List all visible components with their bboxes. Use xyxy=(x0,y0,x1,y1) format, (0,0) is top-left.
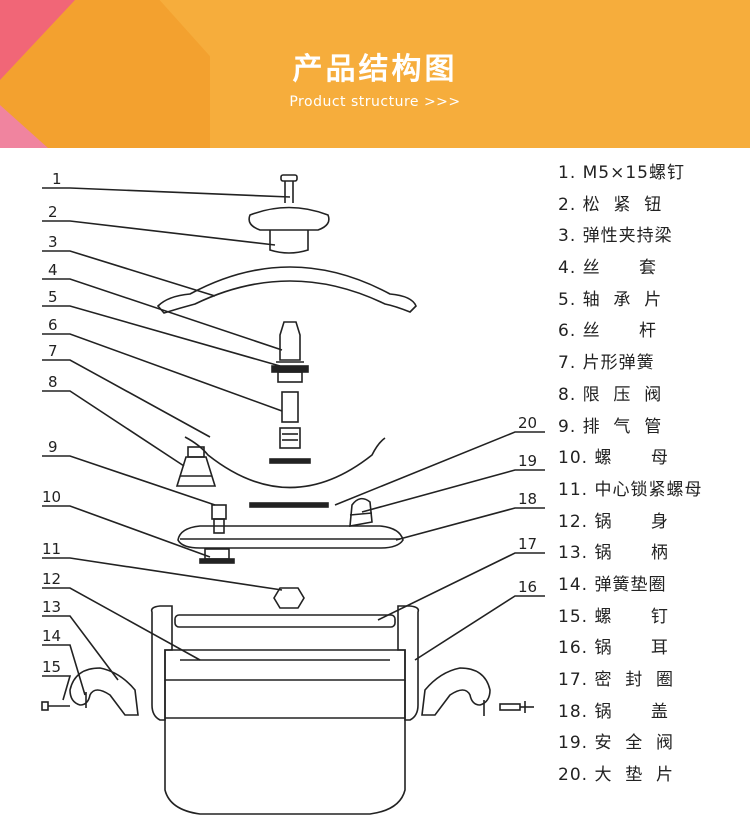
exploded-diagram: 1 2 3 4 5 6 7 8 9 10 11 12 13 14 15 16 1… xyxy=(41,170,545,815)
screw-part xyxy=(280,174,298,203)
pressure-valve-part xyxy=(175,446,217,487)
callout-4: 4 xyxy=(48,261,58,279)
bearing-part xyxy=(271,365,309,383)
legend-item: 17. 密 封 圈 xyxy=(558,670,675,690)
legend-item: 18. 锅 盖 xyxy=(558,701,669,722)
legend-item: 3. 弹性夹持梁 xyxy=(558,226,673,247)
callout-3: 3 xyxy=(48,233,58,251)
callout-19: 19 xyxy=(518,452,537,470)
callout-20: 20 xyxy=(518,414,537,432)
callout-1: 1 xyxy=(52,170,62,188)
legend-item: 1. M5×15螺钉 xyxy=(558,163,685,183)
callout-16: 16 xyxy=(518,578,537,596)
legend-item: 13. 锅 柄 xyxy=(558,543,669,564)
safety-valve-part xyxy=(349,497,373,527)
legend-item: 6. 丝 杆 xyxy=(558,321,658,342)
washer-screw-part xyxy=(41,692,534,716)
callout-7: 7 xyxy=(48,342,58,360)
legend-item: 4. 丝 套 xyxy=(558,258,658,279)
legend-item: 7. 片形弹簧 xyxy=(558,353,655,374)
legend-item: 11. 中心锁紧螺母 xyxy=(558,479,703,500)
legend-item: 10. 螺 母 xyxy=(558,448,669,469)
callout-8: 8 xyxy=(48,373,58,391)
callout-14: 14 xyxy=(42,627,61,645)
callout-6: 6 xyxy=(48,316,58,334)
lock-nut-part xyxy=(273,587,305,609)
callout-12: 12 xyxy=(42,570,61,588)
callout-numbers: 1 2 3 4 5 6 7 8 9 10 11 12 13 14 15 16 1… xyxy=(42,170,537,676)
handle-part xyxy=(69,667,491,716)
callout-10: 10 xyxy=(42,488,61,506)
large-gasket-part xyxy=(249,502,329,508)
clamp-beam-part xyxy=(156,266,417,314)
leader-lines xyxy=(42,187,545,701)
pot-body-part xyxy=(164,614,406,815)
callout-2: 2 xyxy=(48,203,58,221)
callout-13: 13 xyxy=(42,598,61,616)
legend-item: 15. 螺 钉 xyxy=(558,606,669,627)
legend-item: 5. 轴 承 片 xyxy=(558,289,663,310)
parts-legend: 1. M5×15螺钉 2. 松 紧 钮 3. 弹性夹持梁 4. 丝 套 5. 轴… xyxy=(558,158,748,792)
page-title: 产品结构图 xyxy=(292,52,458,87)
pot-ear-part xyxy=(150,605,420,721)
banner-pink-decoration xyxy=(0,0,75,80)
page-subtitle: Product structure >>> xyxy=(289,94,461,110)
callout-17: 17 xyxy=(518,535,537,553)
legend-item: 12. 锅 身 xyxy=(558,511,669,532)
callout-11: 11 xyxy=(42,540,61,558)
legend-item: 14. 弹簧垫圈 xyxy=(558,574,667,595)
vent-tube-part xyxy=(211,504,227,534)
sleeve-part xyxy=(276,321,304,363)
knob-part xyxy=(248,206,330,254)
callout-18: 18 xyxy=(518,490,537,508)
legend-item: 8. 限 压 阀 xyxy=(558,384,663,405)
header-banner: 产品结构图 Product structure >>> xyxy=(0,0,750,148)
legend-item: 9. 排 气 管 xyxy=(558,416,663,437)
legend-item: 2. 松 紧 钮 xyxy=(558,194,663,215)
banner-pink-decoration-bottom xyxy=(0,105,48,148)
legend-item: 20. 大 垫 片 xyxy=(558,765,675,786)
legend-item: 16. 锅 耳 xyxy=(558,638,669,659)
callout-5: 5 xyxy=(48,288,58,306)
callout-15: 15 xyxy=(42,658,61,676)
legend-item: 19. 安 全 阀 xyxy=(558,733,675,754)
rod-part xyxy=(269,391,311,464)
callout-9: 9 xyxy=(48,438,58,456)
lid-part xyxy=(177,525,404,564)
